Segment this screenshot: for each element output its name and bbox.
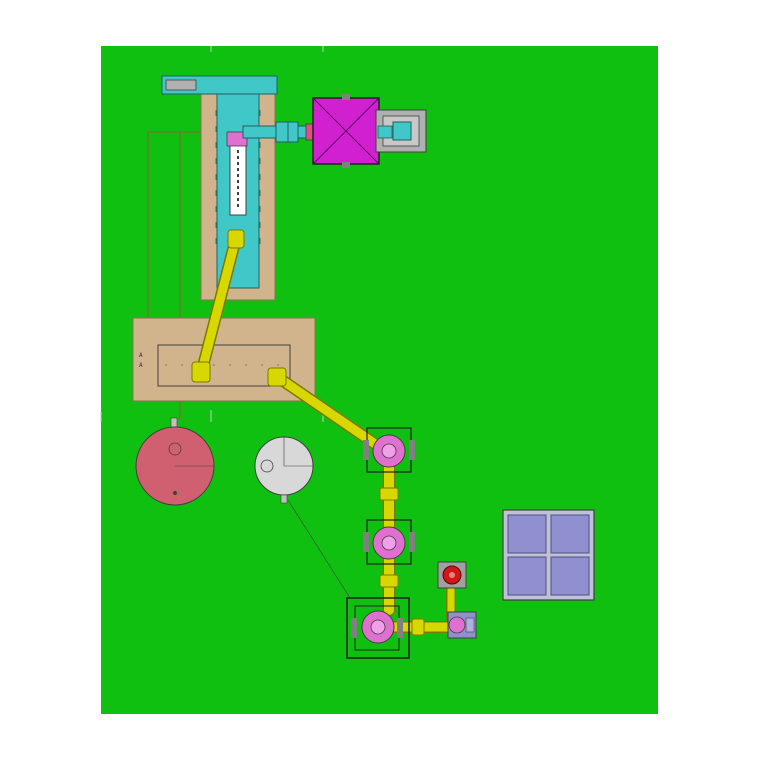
pump-station-2	[363, 519, 415, 565]
pipe-fittings	[191, 229, 425, 636]
grey-storage-tank	[254, 436, 314, 504]
blower-unit	[242, 94, 427, 168]
basin-inner	[157, 344, 291, 387]
aeration-channel	[161, 75, 278, 301]
tag-1: A	[139, 352, 143, 359]
tag-2: A	[139, 362, 143, 369]
pump-station-3	[346, 597, 410, 659]
pump-station-1	[363, 427, 415, 473]
motor-unit	[437, 561, 477, 639]
red-storage-tank	[135, 417, 215, 506]
window-panel	[502, 509, 595, 601]
